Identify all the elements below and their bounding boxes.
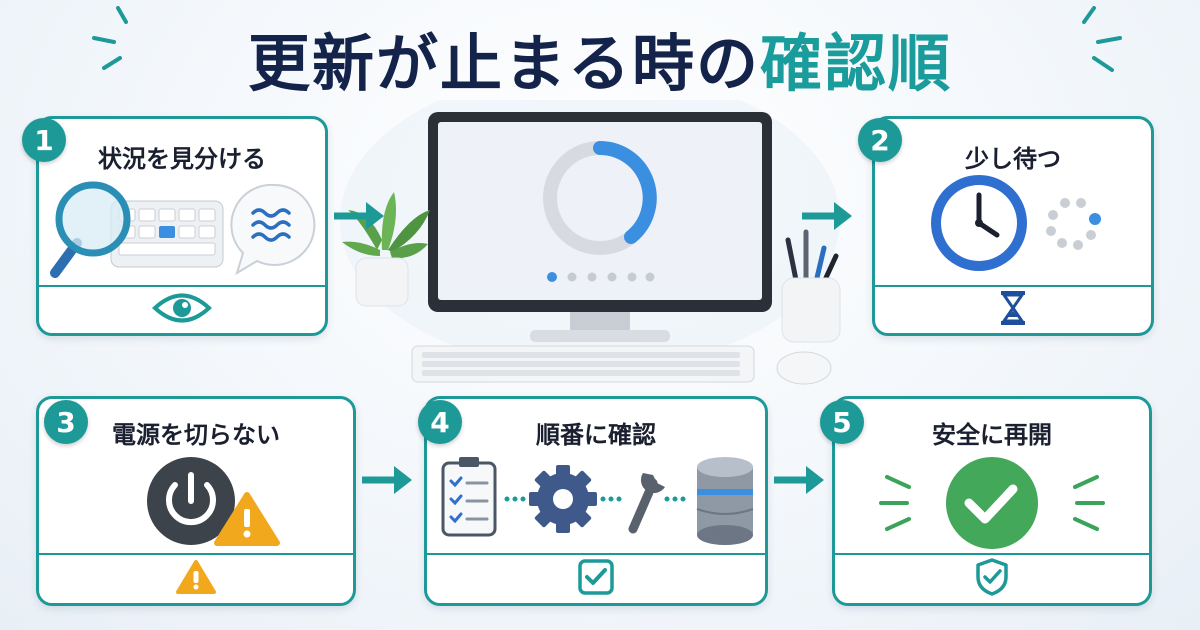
progress-dots bbox=[547, 272, 655, 282]
check-circle-icon bbox=[946, 457, 1038, 549]
clock-icon bbox=[931, 175, 1027, 271]
checklist-icon bbox=[441, 457, 497, 537]
monitor-icon bbox=[428, 112, 772, 342]
hourglass-icon bbox=[1001, 291, 1025, 325]
step-label-4: 順番に確認 bbox=[536, 421, 656, 449]
loading-dots-icon bbox=[1046, 198, 1101, 250]
desk-keyboard-icon bbox=[411, 345, 755, 383]
checkbox-icon bbox=[578, 559, 614, 595]
sparkle-right-icon bbox=[1082, 6, 1122, 72]
step-label-2: 少し待つ bbox=[965, 145, 1061, 173]
step-card-4: 順番に確認 bbox=[424, 396, 768, 606]
arrow-3-to-4 bbox=[362, 466, 412, 494]
wrench-icon bbox=[628, 473, 665, 534]
step-card-1: 状況を見分ける bbox=[36, 116, 328, 336]
step5-illustration bbox=[879, 457, 1105, 549]
plant-icon bbox=[342, 192, 430, 307]
step-badge-4: 4 bbox=[418, 400, 462, 444]
mouse-icon bbox=[776, 351, 832, 385]
connector-dots bbox=[504, 496, 686, 502]
shine-lines bbox=[879, 475, 1105, 531]
arrow-1-to-center bbox=[334, 202, 384, 230]
magnifier-icon bbox=[50, 181, 131, 278]
arrow-4-to-5 bbox=[774, 466, 824, 494]
page-title: 更新が止まる時の確認順 bbox=[0, 8, 1200, 108]
step-badge-3: 3 bbox=[44, 400, 88, 444]
step-card-3: 電源を切らない bbox=[36, 396, 356, 606]
step2-illustration bbox=[931, 175, 1101, 271]
step-badge-2: 2 bbox=[858, 118, 902, 162]
power-button-icon bbox=[147, 457, 235, 545]
eye-icon bbox=[152, 293, 212, 323]
gear-icon bbox=[529, 465, 597, 533]
step-label-5: 安全に再開 bbox=[932, 421, 1052, 449]
title-highlight: 確認順 bbox=[760, 27, 953, 100]
loading-ring-icon bbox=[543, 141, 657, 255]
database-icon bbox=[696, 457, 754, 545]
pen-holder-icon bbox=[781, 229, 841, 343]
warning-icon bbox=[176, 560, 216, 594]
speech-bubble-icon bbox=[230, 183, 316, 276]
step-label-1: 状況を見分ける bbox=[98, 145, 266, 173]
step1-illustration bbox=[50, 181, 316, 278]
step-card-5: 安全に再開 bbox=[832, 396, 1152, 606]
keyboard-icon bbox=[110, 200, 224, 268]
step-card-2: 少し待つ bbox=[872, 116, 1154, 336]
title-main: 更新が止まる時の bbox=[247, 27, 760, 100]
step-label-3: 電源を切らない bbox=[112, 421, 280, 449]
warning-icon bbox=[214, 492, 280, 546]
step-badge-1: 1 bbox=[22, 118, 66, 162]
sparkle-left-icon bbox=[92, 6, 128, 70]
step3-illustration bbox=[147, 457, 280, 546]
desk-scene bbox=[340, 100, 841, 385]
arrow-center-to-2 bbox=[802, 202, 852, 230]
step-badge-5: 5 bbox=[820, 400, 864, 444]
shield-check-icon bbox=[976, 558, 1008, 596]
step4-illustration bbox=[441, 457, 754, 545]
